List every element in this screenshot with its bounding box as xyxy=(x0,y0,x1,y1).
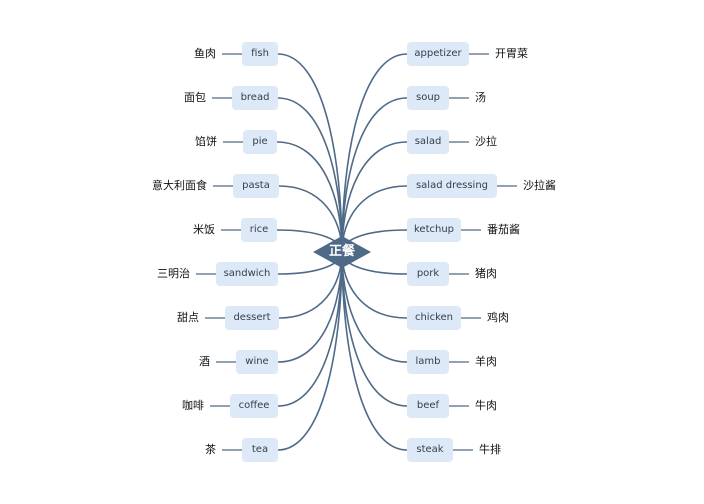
branch-curve xyxy=(276,141,343,253)
translation-label: 猪肉 xyxy=(475,267,497,280)
translation-label: 鸡肉 xyxy=(487,311,509,324)
translation-label: 汤 xyxy=(475,91,486,104)
branch-curve xyxy=(341,251,408,363)
topic-sandwich[interactable]: sandwich xyxy=(216,262,278,286)
translation-label: 沙拉酱 xyxy=(523,179,556,192)
translation-label: 意大利面食 xyxy=(152,179,207,192)
branch-curve xyxy=(277,53,343,253)
topic-coffee[interactable]: coffee xyxy=(230,394,278,418)
topic-tea[interactable]: tea xyxy=(242,438,278,462)
topic-pasta[interactable]: pasta xyxy=(233,174,279,198)
topic-beef[interactable]: beef xyxy=(407,394,449,418)
central-topic-label[interactable]: 正餐 xyxy=(328,244,355,259)
translation-label: 馅饼 xyxy=(195,135,217,148)
translation-label: 鱼肉 xyxy=(194,47,216,60)
branch-curve xyxy=(341,251,408,451)
topic-salad-dressing[interactable]: salad dressing xyxy=(407,174,497,198)
translation-label: 酒 xyxy=(199,355,210,368)
topic-rice[interactable]: rice xyxy=(241,218,277,242)
topic-ketchup[interactable]: ketchup xyxy=(407,218,461,242)
topic-lamb[interactable]: lamb xyxy=(407,350,449,374)
branch-curve xyxy=(341,97,408,253)
topic-appetizer[interactable]: appetizer xyxy=(407,42,469,66)
topic-pork[interactable]: pork xyxy=(407,262,449,286)
translation-label: 番茄酱 xyxy=(487,223,520,236)
translation-label: 甜点 xyxy=(177,311,199,324)
branch-curve xyxy=(277,251,343,451)
topic-pie[interactable]: pie xyxy=(243,130,277,154)
translation-label: 牛肉 xyxy=(475,399,497,412)
translation-label: 羊肉 xyxy=(475,355,497,368)
topic-steak[interactable]: steak xyxy=(407,438,453,462)
topic-dessert[interactable]: dessert xyxy=(225,306,279,330)
translation-label: 牛排 xyxy=(479,443,501,456)
branch-curve xyxy=(341,141,408,253)
translation-label: 茶 xyxy=(205,443,216,456)
topic-fish[interactable]: fish xyxy=(242,42,278,66)
topic-salad[interactable]: salad xyxy=(407,130,449,154)
translation-label: 米饭 xyxy=(193,223,215,236)
translation-label: 咖啡 xyxy=(182,399,204,412)
topic-wine[interactable]: wine xyxy=(236,350,278,374)
branch-curve xyxy=(277,251,343,407)
topic-soup[interactable]: soup xyxy=(407,86,449,110)
translation-label: 沙拉 xyxy=(475,135,497,148)
topic-bread[interactable]: bread xyxy=(232,86,278,110)
branch-curve xyxy=(341,251,408,407)
branch-curve xyxy=(277,251,343,363)
branch-curve xyxy=(277,97,343,253)
translation-label: 开胃菜 xyxy=(495,47,528,60)
translation-label: 面包 xyxy=(184,91,206,104)
topic-chicken[interactable]: chicken xyxy=(407,306,461,330)
translation-label: 三明治 xyxy=(157,267,190,280)
